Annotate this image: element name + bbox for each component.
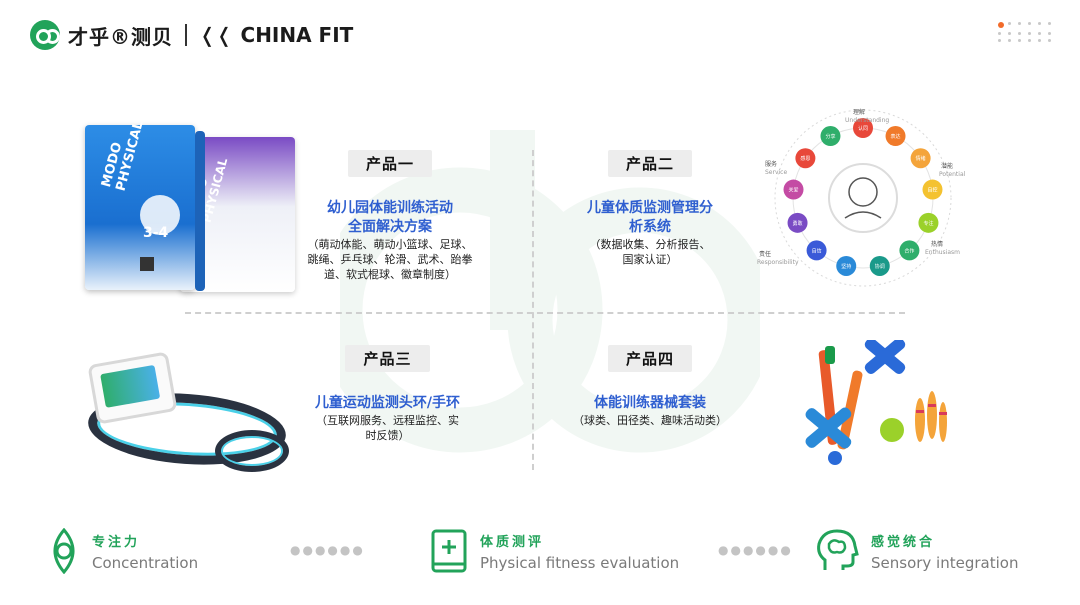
- product-3: 产品三 儿童运动监测头环/手环 （互联网服务、远程监控、实 时反馈）: [295, 345, 480, 443]
- wheel-node-label: 协调: [875, 263, 885, 270]
- wheel-node: [787, 212, 808, 233]
- wristband: [215, 430, 289, 472]
- wheel-node: [836, 255, 857, 276]
- wheel-node: [918, 212, 939, 233]
- brand-cn: 才乎®测贝: [68, 24, 173, 49]
- wheel-node-label: 情绪: [916, 155, 926, 162]
- product-4-title: 体能训练器械套装: [594, 395, 706, 411]
- wheel-node-label: 感恩: [800, 155, 810, 162]
- eye-focus-icon: [53, 528, 75, 574]
- product-1: 产品一 幼儿园体能训练活动 全面解决方案 （萌动体能、萌动小篮球、足球、 跳绳、…: [300, 150, 480, 282]
- product-4-tag: 产品四: [607, 345, 692, 372]
- qr-code-icon: [140, 257, 154, 271]
- wheel-node-label: 坚持: [841, 263, 851, 270]
- separator-dots: ●●●●●●: [290, 543, 365, 557]
- wheel-node-label: 关爱: [789, 187, 799, 194]
- feature-concentration: 专注力 Concentration: [48, 528, 198, 574]
- page-dots: [998, 22, 1058, 42]
- wheel-node: [869, 255, 890, 276]
- svg-text:服务: 服务: [765, 160, 777, 168]
- wheel-node: [922, 179, 943, 200]
- product-3-tag: 产品三: [345, 345, 430, 372]
- product-3-desc: （互联网服务、远程监控、实 时反馈）: [316, 414, 459, 442]
- svg-text:热情: 热情: [931, 240, 943, 248]
- feature-sensory: 感觉统合 Sensory integration: [815, 528, 1018, 574]
- wheel-node: [783, 179, 804, 200]
- product-1-desc: （萌动体能、萌动小篮球、足球、 跳绳、乒乓球、轮滑、武术、跆拳 道、软式棍球、徽…: [307, 238, 473, 281]
- runner-icon: [140, 195, 180, 235]
- svg-text:Responsibility: Responsibility: [757, 259, 799, 266]
- wheel-node: [806, 240, 827, 261]
- wheel-node: [885, 126, 906, 147]
- product-2-title: 儿童体质监测管理分 析系统: [587, 200, 713, 235]
- wheel-node-label: 专注: [923, 220, 933, 227]
- wheel-node: [820, 126, 841, 147]
- brand-divider: [185, 24, 187, 46]
- wheel-node-label: 认同: [858, 125, 868, 132]
- product-4-desc: （球类、田径类、趣味活动类）: [573, 414, 727, 427]
- box-front: MODO PHYSICAL 3-4: [85, 119, 195, 290]
- product-2-tag: 产品二: [607, 150, 692, 177]
- product-4: 产品四 体能训练器械套装 （球类、田径类、趣味活动类）: [560, 345, 740, 428]
- chevron-mark-icon: ❬❬: [199, 23, 233, 47]
- svg-text:Service: Service: [765, 169, 787, 176]
- svg-text:Potential: Potential: [939, 171, 966, 178]
- feature-3-en: Sensory integration: [871, 553, 1019, 572]
- product-box-image: MODO PHYSICAL MODO PHYSICAL 3-4: [85, 119, 300, 295]
- brand-en: CHINA FIT: [240, 23, 354, 47]
- feature-1-en: Concentration: [92, 553, 199, 572]
- product-1-tag: 产品一: [347, 150, 432, 177]
- product-2-desc: （数据收集、分析报告、 国家认证）: [589, 238, 711, 266]
- svg-text:潜能: 潜能: [941, 162, 953, 170]
- wheel-node: [853, 118, 873, 138]
- feature-2-cn: 体质测评: [480, 534, 545, 550]
- box-spine: [195, 131, 205, 291]
- horizontal-divider: [185, 312, 905, 314]
- equipment-image: [805, 340, 947, 465]
- wheel-node: [795, 148, 816, 169]
- feature-1-cn: 专注力: [92, 534, 141, 550]
- wheel-node-label: 分享: [825, 133, 835, 140]
- wheel-node-label: 合作: [904, 247, 914, 254]
- svg-text:Understanding: Understanding: [845, 117, 889, 124]
- wheel-node-label: 表达: [891, 133, 901, 140]
- product-2: 产品二 儿童体质监测管理分 析系统 （数据收集、分析报告、 国家认证）: [565, 150, 735, 267]
- wheel-node: [899, 240, 920, 261]
- separator-dots: ●●●●●●: [718, 543, 793, 557]
- band-image: [80, 351, 289, 472]
- vertical-divider: [532, 150, 534, 470]
- product-1-title: 幼儿园体能训练活动 全面解决方案: [327, 200, 453, 235]
- cb-logo-icon: [30, 20, 60, 50]
- feature-3-cn: 感觉统合: [871, 534, 936, 550]
- feature-2-en: Physical fitness evaluation: [480, 553, 680, 572]
- product-3-title: 儿童运动监测头环/手环: [314, 395, 461, 411]
- wheel-node-label: 自信: [812, 247, 822, 254]
- svg-text:理解: 理解: [853, 108, 865, 116]
- brand-logo: 才乎®测贝 ❬❬ CHINA FIT: [30, 20, 353, 50]
- watermark-logo: [340, 130, 760, 453]
- svg-text:Enthusiasm: Enthusiasm: [925, 249, 960, 256]
- svg-text:责任: 责任: [759, 250, 771, 258]
- wheel-node-label: 勇敢: [793, 220, 803, 227]
- wheel-node: [910, 148, 931, 169]
- brain-head-icon: [817, 529, 859, 570]
- wheel-node-label: 自控: [927, 187, 937, 194]
- health-book-icon: [431, 529, 467, 573]
- feature-fitness: 体质测评 Physical fitness evaluation: [430, 528, 679, 574]
